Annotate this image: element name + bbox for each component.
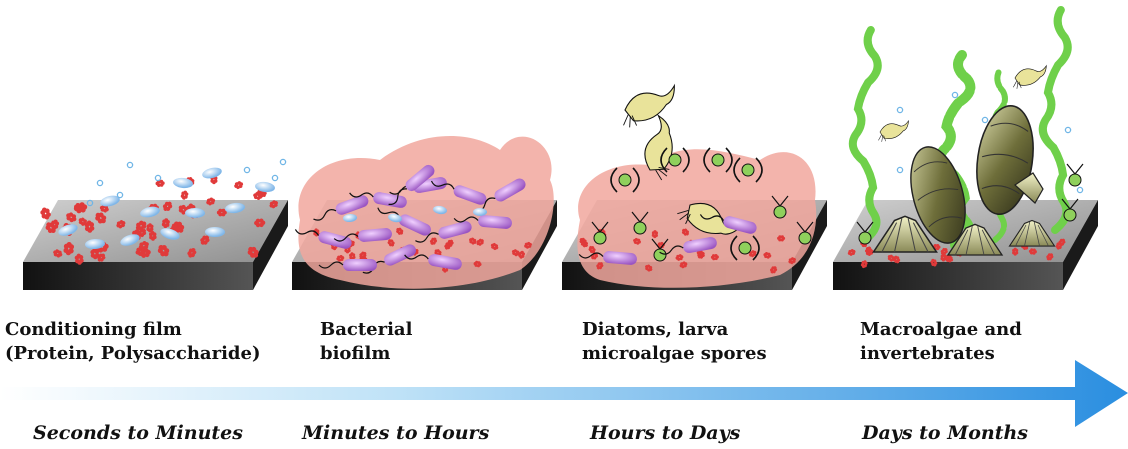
bubble xyxy=(155,175,160,180)
bubble xyxy=(952,92,957,97)
larva xyxy=(1011,65,1050,89)
algae-spore xyxy=(1067,164,1083,186)
stage-label-bacterial-biofilm: Bacterial biofilm xyxy=(320,318,412,366)
larva xyxy=(617,85,682,129)
larva xyxy=(876,121,911,143)
panel-diatoms-larva xyxy=(562,85,827,290)
bubble xyxy=(897,167,902,172)
time-label-days-to-months: Days to Months xyxy=(862,422,1028,444)
bubble xyxy=(1077,187,1082,192)
time-arrow xyxy=(0,360,1128,427)
bubble xyxy=(1065,127,1070,132)
stage-label-conditioning-film: Conditioning film (Protein, Polysacchari… xyxy=(5,318,260,366)
protein-molecule xyxy=(180,190,189,201)
time-label-minutes-to-hours: Minutes to Hours xyxy=(302,422,489,444)
polysaccharide-molecule xyxy=(201,166,223,180)
macroalgae-frond xyxy=(1043,10,1068,230)
stage-label-macroalgae: Macroalgae and invertebrates xyxy=(860,318,1022,366)
time-label-hours-to-days: Hours to Days xyxy=(590,422,740,444)
bubble xyxy=(897,107,902,112)
bubble xyxy=(982,117,987,122)
bubble xyxy=(127,162,132,167)
eps-matrix xyxy=(298,136,553,289)
bubble xyxy=(280,159,285,164)
time-label-seconds-to-minutes: Seconds to Minutes xyxy=(33,422,243,444)
stage-label-diatoms-larva: Diatoms, larva microalgae spores xyxy=(582,318,767,366)
panel-macroalgae xyxy=(833,10,1098,290)
substrate-front xyxy=(833,262,1063,290)
protein-molecule xyxy=(233,180,244,190)
panel-conditioning-film xyxy=(23,159,288,290)
bubble xyxy=(117,192,122,197)
bubble xyxy=(272,175,277,180)
bubble xyxy=(97,180,102,185)
substrate-front xyxy=(23,262,253,290)
bubble xyxy=(244,167,249,172)
panel-bacterial-biofilm xyxy=(292,136,557,290)
